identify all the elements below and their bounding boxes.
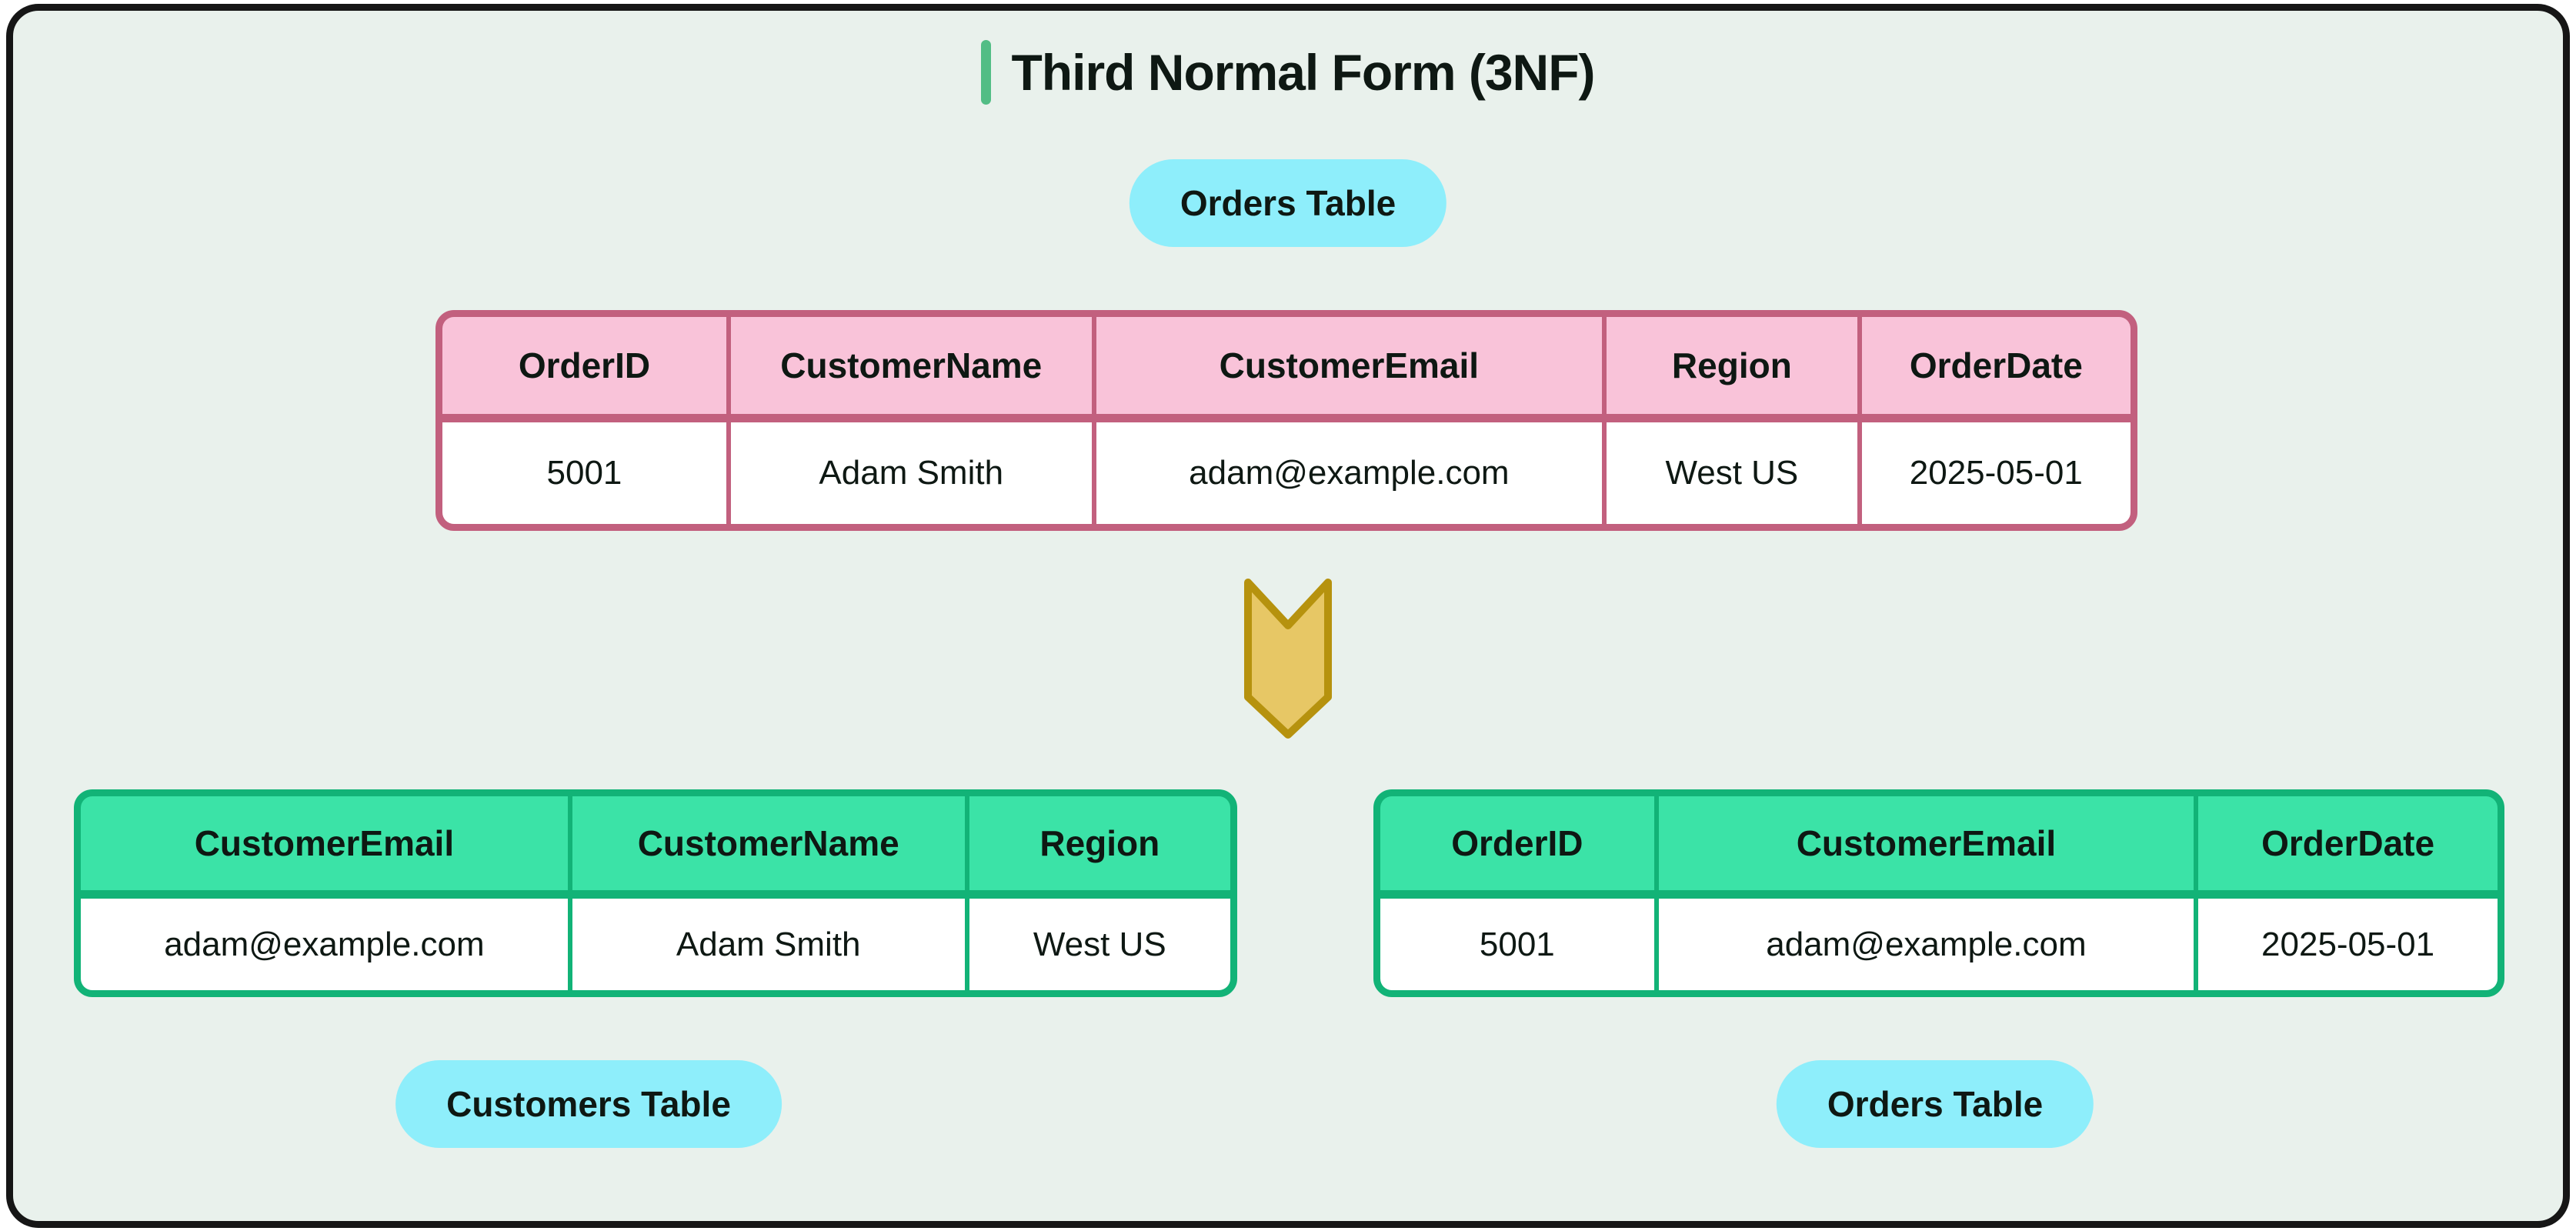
table-cell: adam@example.com [1658,899,2194,990]
column-header: Region [969,796,1230,890]
title-row: Third Normal Form (3NF) [13,37,2563,108]
column-header: CustomerEmail [1658,796,2194,890]
column-header: CustomerName [572,796,965,890]
page-title: Third Normal Form (3NF) [1011,44,1595,101]
column-header: OrderID [1380,796,1654,890]
column-header: OrderID [442,317,726,414]
table-cell: West US [1607,422,1857,524]
table-cell: West US [969,899,1230,990]
customers-table-badge: Customers Table [395,1060,782,1148]
column-header: CustomerEmail [81,796,568,890]
table-cell: adam@example.com [1096,422,1603,524]
column-header: Region [1607,317,1857,414]
column-header: OrderDate [2198,796,2498,890]
table-cell: 5001 [1380,899,1654,990]
orders-table-badge: Orders Table [1776,1060,2094,1148]
table-cell: Adam Smith [572,899,965,990]
table-cell: adam@example.com [81,899,568,990]
customers-table: CustomerEmail CustomerName Region adam@e… [74,789,1237,997]
table-cell: 5001 [442,422,726,524]
column-header: CustomerEmail [1096,317,1603,414]
orders-result-table: OrderID CustomerEmail OrderDate 5001 ada… [1373,789,2504,997]
transform-arrow-icon [1243,577,1333,740]
column-header: CustomerName [730,317,1092,414]
title-accent-bar [981,40,992,105]
table-cell: Adam Smith [730,422,1092,524]
source-orders-table: OrderID CustomerName CustomerEmail Regio… [435,310,2137,531]
table-cell: 2025-05-01 [2198,899,2498,990]
column-header: OrderDate [1861,317,2131,414]
table-cell: 2025-05-01 [1861,422,2131,524]
source-table-badge: Orders Table [1129,159,1447,247]
diagram-frame: Third Normal Form (3NF) Orders Table Ord… [6,4,2570,1228]
